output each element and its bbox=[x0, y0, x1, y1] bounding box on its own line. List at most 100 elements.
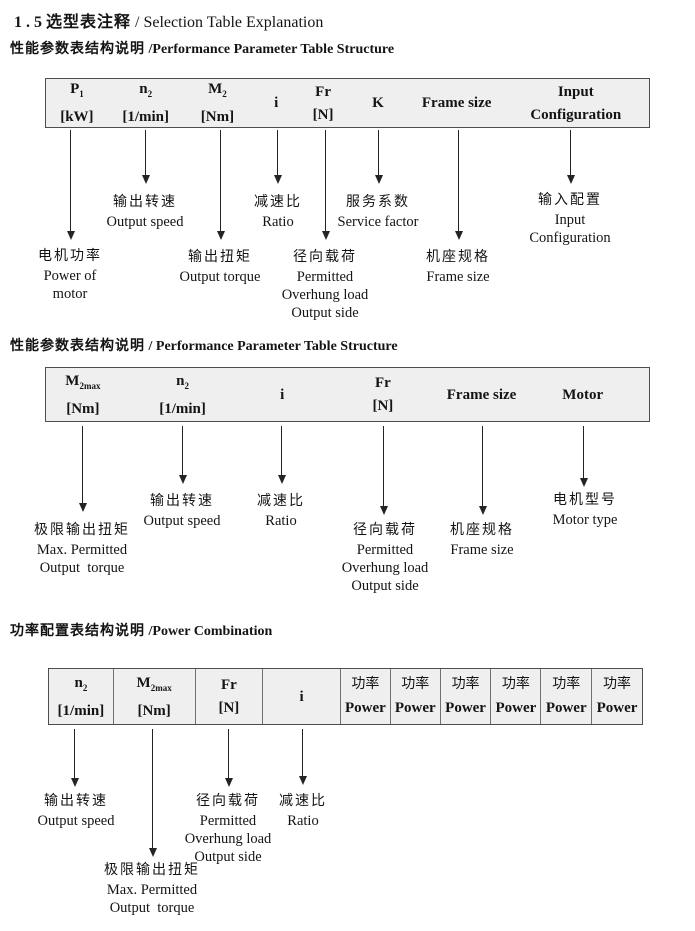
section-heading-performance-table-1: 性能参数表结构说明 /Performance Parameter Table S… bbox=[10, 38, 394, 58]
column-unit: Power bbox=[495, 700, 537, 716]
down-arrow-icon bbox=[374, 130, 383, 184]
note-frame-size: 机座规格 Frame size bbox=[450, 523, 514, 558]
column-symbol: Fr bbox=[374, 375, 391, 391]
arrow-head bbox=[66, 231, 75, 240]
page-title: 1 . 5 选型表注释 / Selection Table Explanatio… bbox=[14, 8, 323, 32]
column-symbol: M2 bbox=[208, 81, 227, 99]
column-header-m2max: M2max [Nm] bbox=[112, 669, 195, 724]
arrow-shaft bbox=[277, 130, 278, 175]
column-unit: [kW] bbox=[60, 109, 94, 125]
column-symbol: M2max bbox=[65, 372, 101, 391]
page-title-en: Selection Table Explanation bbox=[143, 14, 324, 31]
note-ratio: 减速比 Ratio bbox=[257, 494, 305, 529]
down-arrow-icon bbox=[298, 729, 307, 785]
section-heading-en: /Performance Parameter Table Structure bbox=[145, 42, 395, 57]
column-symbol: i bbox=[274, 95, 279, 111]
arrow-head bbox=[224, 778, 233, 787]
column-symbol: Frame size bbox=[446, 386, 517, 403]
column-unit: [Nm] bbox=[66, 400, 100, 417]
down-arrow-icon bbox=[178, 426, 187, 484]
note-overhung-load: 径向载荷 Permitted Overhung load Output side bbox=[184, 794, 272, 865]
column-header-power-5: 功率 Power bbox=[540, 669, 591, 724]
note-power-of-motor: 电机功率 Power of motor bbox=[38, 249, 102, 302]
title-divider: / bbox=[131, 14, 144, 31]
column-symbol: K bbox=[372, 95, 384, 111]
column-unit: [N] bbox=[218, 700, 240, 716]
column-unit: [Nm] bbox=[137, 702, 171, 719]
note-frame-size: 机座规格 Frame size bbox=[426, 250, 490, 285]
down-arrow-icon bbox=[70, 729, 79, 787]
arrow-shaft bbox=[325, 130, 326, 231]
section-heading-cn: 性能参数表结构说明 bbox=[10, 42, 145, 57]
column-unit: Power bbox=[394, 700, 436, 716]
column-symbol: Input bbox=[557, 83, 594, 100]
arrow-head bbox=[374, 175, 383, 184]
arrow-head bbox=[298, 776, 307, 785]
down-arrow-icon bbox=[224, 729, 233, 787]
performance-table-1: P1 [kW] n2 [1/min] M2 [Nm] i Fr [N] K Fr… bbox=[45, 78, 650, 128]
note-max-output-torque: 极限输出扭矩 Max. Permitted Output torque bbox=[34, 523, 130, 576]
down-arrow-icon bbox=[141, 130, 150, 184]
arrow-shaft bbox=[145, 130, 146, 175]
column-symbol: 功率 bbox=[401, 677, 430, 692]
arrow-head bbox=[566, 175, 575, 184]
arrow-shaft bbox=[583, 426, 584, 478]
column-symbol: 功率 bbox=[552, 677, 581, 692]
note-input-configuration: 输入配置 Input Configuration bbox=[529, 193, 611, 246]
arrow-head bbox=[78, 503, 87, 512]
down-arrow-icon bbox=[148, 729, 157, 857]
down-arrow-icon bbox=[454, 130, 463, 240]
arrow-head bbox=[141, 175, 150, 184]
down-arrow-icon bbox=[321, 130, 330, 240]
arrow-head bbox=[216, 231, 225, 240]
arrow-head bbox=[273, 175, 282, 184]
section-heading-power-combination: 功率配置表结构说明 /Power Combination bbox=[10, 620, 272, 640]
column-header-power-4: 功率 Power bbox=[490, 669, 540, 724]
column-symbol: Motor bbox=[562, 386, 604, 403]
note-output-speed: 输出转速 Output speed bbox=[37, 794, 115, 829]
arrow-head bbox=[178, 475, 187, 484]
column-header-n2: n2 [1/min] bbox=[120, 368, 246, 421]
column-unit: Configuration bbox=[530, 106, 622, 123]
arrow-shaft bbox=[228, 729, 229, 778]
column-header-i: i bbox=[251, 79, 301, 127]
column-unit: Power bbox=[445, 700, 486, 716]
note-output-speed: 输出转速 Output speed bbox=[143, 494, 221, 529]
arrow-shaft bbox=[182, 426, 183, 475]
column-header-frame-size: Frame size bbox=[447, 368, 517, 421]
column-unit: [1/min] bbox=[159, 400, 206, 417]
arrow-shaft bbox=[220, 130, 221, 231]
note-overhung-load: 径向载荷 Permitted Overhung load Output side bbox=[281, 250, 369, 321]
column-header-n2: n2 [1/min] bbox=[49, 669, 113, 724]
arrow-head bbox=[321, 231, 330, 240]
column-header-k: K bbox=[345, 79, 411, 127]
note-output-torque: 输出扭矩 Output torque bbox=[179, 250, 261, 285]
down-arrow-icon bbox=[277, 426, 286, 484]
down-arrow-icon bbox=[478, 426, 487, 515]
performance-table-2: M2max [Nm] n2 [1/min] i Fr [N] Frame siz… bbox=[45, 367, 650, 422]
arrow-head bbox=[277, 475, 286, 484]
section-heading-en: / Performance Parameter Table Structure bbox=[145, 339, 398, 354]
column-header-power-3: 功率 Power bbox=[439, 669, 491, 724]
arrow-shaft bbox=[302, 729, 303, 776]
column-symbol: 功率 bbox=[501, 677, 530, 692]
column-unit: [1/min] bbox=[57, 702, 105, 719]
column-unit: Power bbox=[345, 700, 386, 716]
column-symbol: Fr bbox=[315, 83, 331, 100]
column-unit: [N] bbox=[312, 106, 334, 123]
section-heading-performance-table-2: 性能参数表结构说明 / Performance Parameter Table … bbox=[10, 335, 398, 355]
column-unit: Power bbox=[545, 700, 587, 716]
note-motor-type: 电机型号 Motor type bbox=[552, 493, 618, 528]
note-output-speed: 输出转速 Output speed bbox=[106, 195, 184, 230]
column-symbol: n2 bbox=[176, 372, 189, 391]
column-symbol: i bbox=[280, 386, 285, 403]
column-header-m2: M2 [Nm] bbox=[184, 79, 252, 127]
arrow-shaft bbox=[74, 729, 75, 778]
column-unit: [1/min] bbox=[122, 109, 169, 125]
column-header-p1: P1 [kW] bbox=[46, 79, 108, 127]
column-header-n2: n2 [1/min] bbox=[108, 79, 184, 127]
section-heading-cn: 功率配置表结构说明 bbox=[10, 624, 145, 639]
column-symbol: P1 bbox=[70, 81, 84, 99]
arrow-shaft bbox=[70, 130, 71, 231]
